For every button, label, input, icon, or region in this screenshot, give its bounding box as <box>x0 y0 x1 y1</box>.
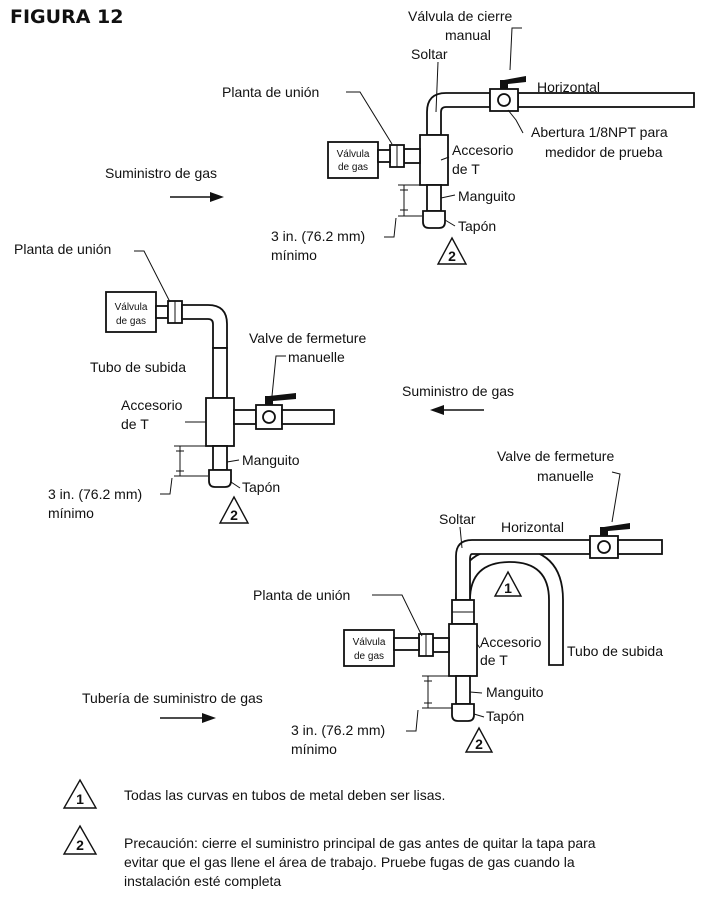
label-supply: Suministro de gas <box>105 165 217 181</box>
label-valve-1: Válvula de cierre <box>408 8 512 24</box>
label-valve-1: Valve de fermeture <box>497 448 614 464</box>
label-union: Planta de unión <box>253 587 350 603</box>
supply-arrow <box>170 192 224 202</box>
label-union: Planta de unión <box>222 84 319 100</box>
label-horizontal: Horizontal <box>501 519 564 535</box>
supply-arrow <box>430 405 484 415</box>
bend-marker: 1 <box>504 580 512 596</box>
note-1-triangle-icon: 1 <box>62 778 98 809</box>
figure-title: FIGURA 12 <box>10 6 123 28</box>
label-supply: Tubería de suministro de gas <box>82 690 263 706</box>
gas-valve-label-2: de gas <box>354 651 384 662</box>
label-cap: Tapón <box>458 218 496 234</box>
label-nipple: Manguito <box>242 452 300 468</box>
union-fitting-icon <box>389 144 405 168</box>
label-valve-1: Valve de fermeture <box>249 330 366 346</box>
elbow <box>181 304 228 349</box>
label-valve-2: manuelle <box>288 349 345 365</box>
note-2-line-1: Precaución: cierre el suministro princip… <box>124 835 596 851</box>
label-dim-1: 3 in. (76.2 mm) <box>271 228 365 244</box>
label-nipple: Manguito <box>486 684 544 700</box>
union-fitting-icon <box>451 599 475 625</box>
label-dim-1: 3 in. (76.2 mm) <box>291 722 385 738</box>
label-union: Planta de unión <box>14 241 111 257</box>
label-dim-1: 3 in. (76.2 mm) <box>48 486 142 502</box>
note-2-line-3: instalación esté completa <box>124 873 281 889</box>
label-tee-1: Accesorio <box>452 142 514 158</box>
nipple <box>212 445 228 471</box>
gas-valve-box <box>105 291 157 333</box>
diagram-bottom: Válvula de gas Valve de fermeture manuel… <box>82 448 663 757</box>
label-riser: Tubo de subida <box>90 359 186 375</box>
label-dim-2: mínimo <box>291 741 337 757</box>
note-marker: 2 <box>76 837 84 853</box>
note-2-triangle-icon: 2 <box>62 824 98 855</box>
nipple <box>455 675 471 705</box>
gas-valve-box <box>343 629 395 667</box>
label-dim-2: mínimo <box>48 505 94 521</box>
gas-valve-label-1: Válvula <box>337 149 370 160</box>
label-soltar: Soltar <box>439 511 476 527</box>
label-cap: Tapón <box>486 708 524 724</box>
union-fitting-icon <box>418 633 434 657</box>
triangle-marker: 2 <box>448 248 456 264</box>
caution-triangle-icon: 2 <box>218 495 250 524</box>
diagram-middle: Válvula de gas <box>14 241 514 524</box>
note-marker: 1 <box>76 791 84 807</box>
tee-fitting <box>205 397 235 447</box>
gas-valve-label-2: de gas <box>338 162 368 173</box>
cap <box>422 210 446 229</box>
nipple <box>426 184 442 212</box>
note-1-text: Todas las curvas en tubos de metal deben… <box>124 787 445 803</box>
bend-triangle-icon: 1 <box>493 570 523 597</box>
triangle-marker: 2 <box>230 507 238 523</box>
horizontal-pipe <box>281 409 335 425</box>
label-supply: Suministro de gas <box>402 383 514 399</box>
union-fitting-icon <box>167 300 183 324</box>
riser <box>212 347 228 399</box>
caution-triangle-icon: 2 <box>436 236 468 265</box>
label-soltar: Soltar <box>411 46 448 62</box>
gas-valve-label-2: de gas <box>116 316 146 327</box>
label-valve-2: manuelle <box>537 468 594 484</box>
label-riser: Tubo de subida <box>567 643 663 659</box>
triangle-marker: 2 <box>475 736 483 752</box>
cap <box>208 469 232 488</box>
label-tee-2: de T <box>121 416 149 432</box>
label-dim-2: mínimo <box>271 247 317 263</box>
supply-arrow <box>160 713 216 723</box>
manual-shutoff-valve-icon <box>489 76 526 112</box>
tee-fitting <box>419 134 449 186</box>
horizontal-pipe <box>517 92 695 108</box>
label-tee-1: Accesorio <box>121 397 183 413</box>
manual-shutoff-valve-icon <box>589 523 630 559</box>
note-2-line-2: evitar que el gas llene el área de traba… <box>124 854 575 870</box>
cap <box>451 703 475 722</box>
label-nipple: Manguito <box>458 188 516 204</box>
gas-valve-label-1: Válvula <box>353 637 386 648</box>
label-valve-2: manual <box>445 27 491 43</box>
manual-shutoff-valve-icon <box>255 393 296 430</box>
label-cap: Tapón <box>242 479 280 495</box>
label-abertura-2: medidor de prueba <box>545 144 663 160</box>
label-tee-2: de T <box>480 652 508 668</box>
label-tee-1: Accesorio <box>480 634 542 650</box>
caution-triangle-icon: 2 <box>464 726 494 753</box>
tee-fitting <box>448 623 478 677</box>
gas-valve-label-1: Válvula <box>115 302 148 313</box>
label-horizontal: Horizontal <box>537 79 600 95</box>
label-abertura-1: Abertura 1/8NPT para <box>531 124 668 140</box>
diagram-top: Válvula de gas Válvula de cierre manual … <box>105 8 695 265</box>
gas-valve-box <box>327 141 379 179</box>
label-tee-2: de T <box>452 161 480 177</box>
notes: 1 Todas las curvas en tubos de metal deb… <box>62 778 596 889</box>
